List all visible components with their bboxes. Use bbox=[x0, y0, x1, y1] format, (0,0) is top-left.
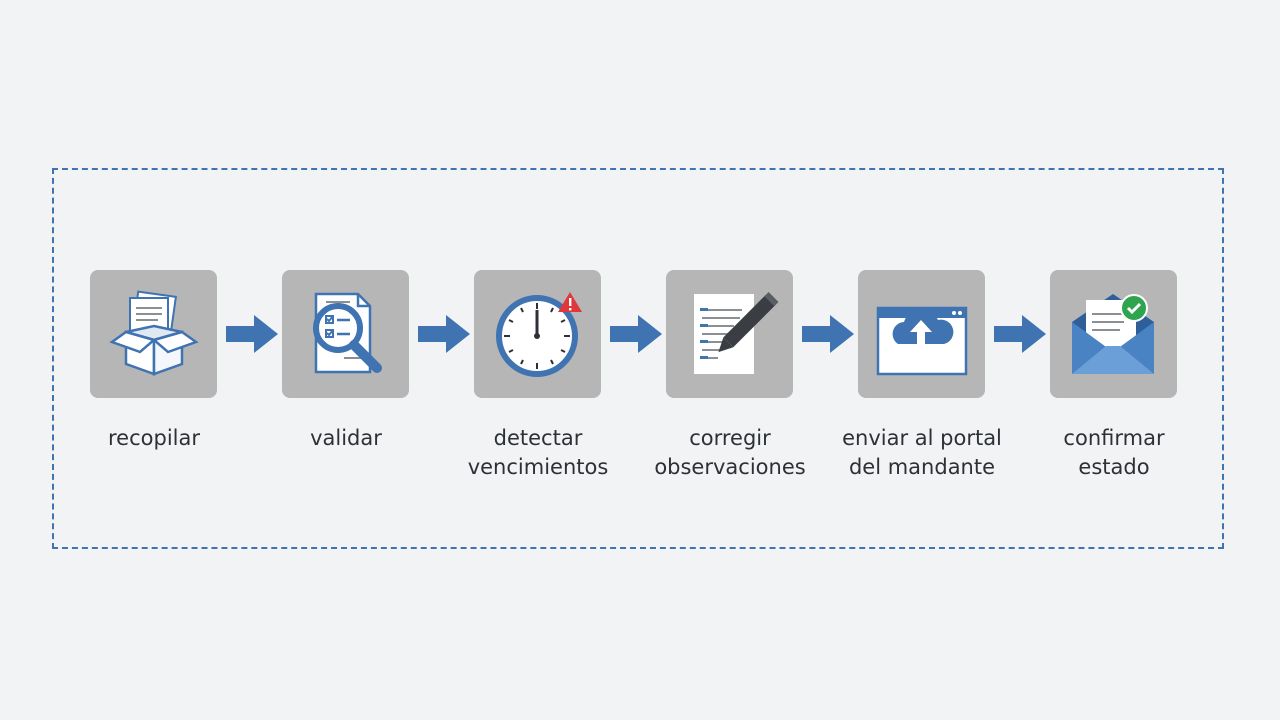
step-label: confirmar estado bbox=[1063, 426, 1165, 479]
step-label: recopilar bbox=[108, 426, 200, 450]
arrow-right-icon bbox=[226, 315, 278, 353]
open-box-documents-icon bbox=[109, 290, 199, 376]
clock-alert-icon bbox=[496, 292, 582, 377]
step-tile bbox=[666, 270, 793, 398]
step-tile bbox=[282, 270, 409, 398]
step-tile bbox=[858, 270, 985, 398]
step-label: validar bbox=[310, 426, 382, 450]
arrow-right-icon bbox=[418, 315, 470, 353]
step-tile bbox=[474, 270, 601, 398]
document-pencil-icon bbox=[694, 292, 779, 374]
step-label: detectar vencimientos bbox=[467, 426, 609, 479]
process-frame bbox=[52, 168, 1224, 549]
step-label: corregir observaciones bbox=[654, 426, 806, 479]
step-tile bbox=[90, 270, 217, 398]
envelope-check-icon bbox=[1072, 294, 1154, 374]
step-tile bbox=[1050, 270, 1177, 398]
arrow-right-icon bbox=[802, 315, 854, 353]
cloud-upload-window-icon bbox=[876, 306, 968, 376]
step-label: enviar al portal del mandante bbox=[842, 426, 1002, 479]
magnifier-checklist-icon bbox=[313, 292, 382, 374]
arrow-right-icon bbox=[994, 315, 1046, 353]
arrow-right-icon bbox=[610, 315, 662, 353]
